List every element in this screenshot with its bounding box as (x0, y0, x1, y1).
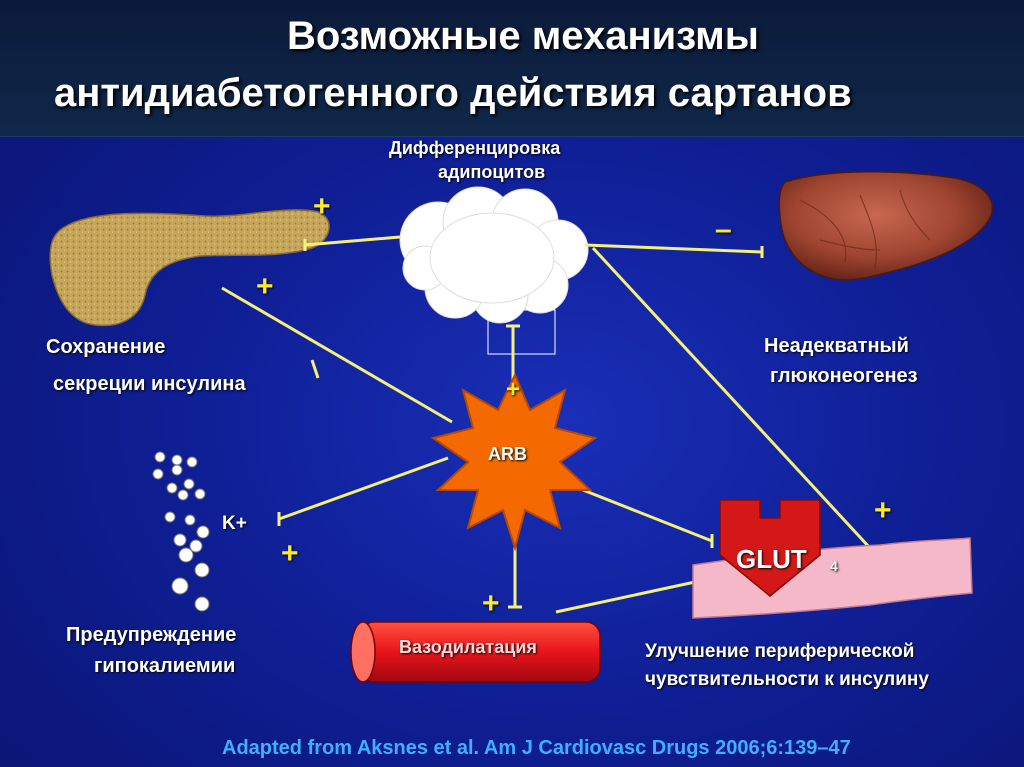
arb-star (430, 372, 598, 552)
title-band (0, 0, 1024, 137)
slide-title-line-1: Возможные механизмы (287, 14, 759, 58)
liver-label-1: Неадекватный (764, 335, 909, 357)
plus-sign-potassium: + (281, 537, 299, 570)
liver-label-2: глюконеогенез (770, 365, 918, 387)
citation: Adapted from Aksnes et al. Am J Cardiova… (222, 737, 851, 759)
pancreas-image (49, 209, 330, 327)
muscle-label-2: чувствительности к инсулину (645, 669, 929, 690)
potassium-label-2: гипокалиемии (94, 655, 236, 677)
liver-image (778, 171, 994, 281)
arb-label: ARB (488, 444, 527, 464)
muscle-label-1: Улучшение периферической (645, 641, 915, 662)
potassium-label-1: Предупреждение (66, 624, 237, 646)
glut-subscript: 4 (830, 558, 838, 574)
plus-sign-pancreas-arb: + (256, 270, 274, 303)
slide-title-line-2: антидиабетогенного действия сартанов (54, 71, 852, 115)
potassium-ion-label: K+ (222, 513, 247, 534)
plus-sign-arb-cloud: + (506, 376, 521, 403)
plus-sign-pancreas-cloud: + (313, 190, 331, 223)
adipocyte-label-2: адипоцитов (438, 162, 546, 182)
pancreas-label-1: Сохранение (46, 336, 166, 358)
minus-sign-liver: – (715, 213, 732, 246)
blood-vessel (350, 621, 601, 683)
glut4-transporter (719, 499, 821, 597)
plus-sign-vasodilation: + (482, 587, 500, 620)
adipocyte-cloud (399, 186, 589, 324)
vasodilation-label: Вазодилатация (399, 637, 537, 657)
glut-label: GLUT (736, 544, 807, 574)
inhibition-box (487, 309, 556, 355)
adipocyte-label-1: Дифференцировка (389, 138, 561, 158)
potassium-ions (152, 451, 210, 612)
pancreas-label-2: секреции инсулина (53, 373, 246, 395)
plus-sign-glut: + (874, 494, 892, 527)
